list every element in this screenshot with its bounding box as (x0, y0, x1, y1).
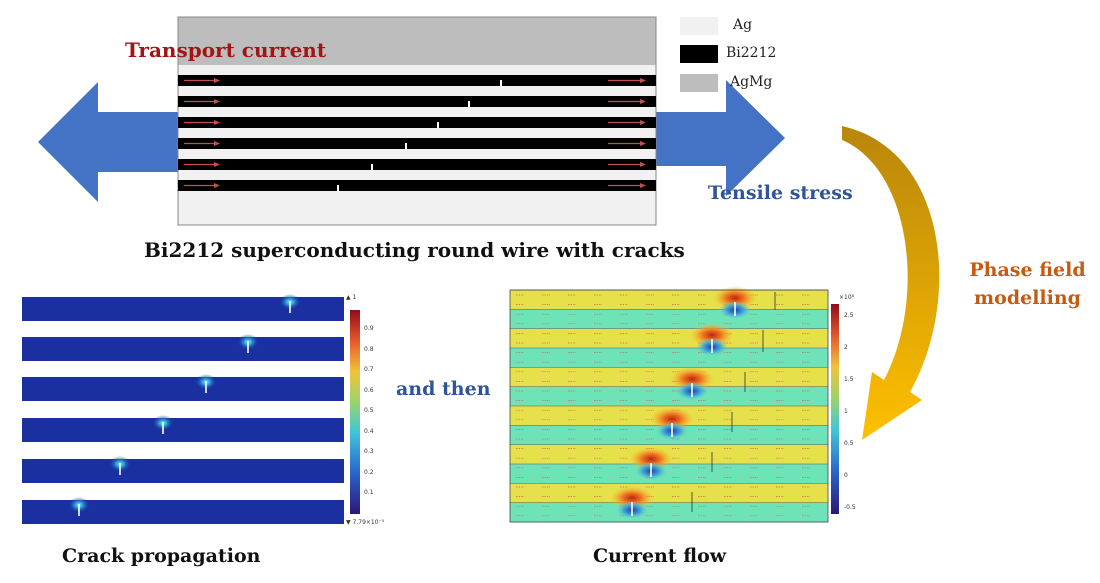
crack-mark (371, 164, 373, 170)
phase-field-line2: modelling (974, 287, 1081, 309)
and-then-label: and then (396, 378, 491, 400)
crack-colorbar-tick: 0.9 (364, 325, 374, 332)
current-arrowhead (640, 120, 646, 125)
current-band-filament (510, 290, 828, 310)
crack-colorbar-tick: 0.3 (364, 448, 374, 455)
crack-mark (468, 101, 470, 107)
current-band-filament (510, 483, 828, 504)
legend-label-ag: Ag (733, 17, 753, 33)
left-tensile-arrow (38, 82, 178, 202)
current-arrowhead (214, 183, 220, 188)
current-colorbar-tick: 0 (844, 472, 848, 479)
current-arrowhead (640, 141, 646, 146)
crack-colorbar-tick: 0.2 (364, 468, 374, 476)
current-band-matrix (510, 309, 828, 330)
crack-mark (405, 143, 407, 149)
bi2212-filament (178, 159, 656, 170)
diagram-title: Bi2212 superconducting round wire with c… (144, 238, 685, 262)
crack-colorbar (350, 310, 360, 514)
crack-colorbar-bottom: ▼ 7.79×10⁻⁵ (346, 519, 385, 526)
phase-field-label: Phase field modelling (960, 256, 1095, 312)
current-colorbar-tick: 2.5 (844, 312, 854, 319)
current-band-matrix (510, 502, 828, 523)
right-tensile-arrow (654, 80, 785, 196)
current-panel-frame (509, 289, 829, 523)
current-band-filament (510, 367, 828, 388)
crack-strip (22, 337, 344, 361)
bi2212-filament (178, 96, 656, 107)
crack-strip (22, 418, 344, 442)
crack-colorbar-tick: 0.5 (364, 407, 374, 414)
current-colorbar-tick: 1.5 (844, 376, 854, 383)
current-arrowhead (214, 99, 220, 104)
agmg-sheath (178, 17, 656, 65)
legend-label-bi2212: Bi2212 (726, 45, 777, 61)
transport-current-label: Transport current (125, 38, 327, 62)
phase-field-line1: Phase field (969, 259, 1086, 281)
current-arrowhead (214, 78, 220, 83)
current-arrowhead (214, 141, 220, 146)
current-band-matrix (510, 464, 828, 484)
current-arrowhead (640, 183, 646, 188)
crack-colorbar-top: ▲ 1 (346, 294, 357, 301)
bi2212-filament (178, 117, 656, 128)
current-arrowhead (640, 78, 646, 83)
bi2212-filaments (178, 75, 656, 191)
current-band-matrix (510, 348, 828, 368)
current-band-matrix (510, 386, 828, 407)
legend-swatch-ag (680, 17, 718, 35)
crack-mark (500, 80, 502, 86)
legend-swatch-bi2212 (680, 45, 718, 63)
crack-strip (22, 377, 344, 401)
current-colorbar-tick: 1 (844, 408, 848, 415)
bi2212-filament (178, 138, 656, 149)
current-arrowhead (214, 162, 220, 167)
bi2212-filament (178, 75, 656, 86)
bi2212-filament (178, 180, 656, 191)
current-arrowhead (214, 120, 220, 125)
crack-mark (337, 185, 339, 191)
current-band-filament (510, 328, 828, 349)
legend-label-agmg: AgMg (730, 74, 773, 90)
crack-colorbar-tick: 0.4 (364, 427, 374, 435)
crack-mark (437, 122, 439, 128)
tensile-stress-label: Tensile stress (708, 182, 853, 204)
current-colorbar-tick: 0.5 (844, 440, 854, 447)
current-colorbar (831, 304, 839, 514)
current-flow-label: Current flow (593, 545, 727, 567)
crack-colorbar-tick: 0.8 (364, 345, 374, 353)
crack-colorbar-tick: 0.1 (364, 489, 374, 496)
crack-colorbar-tick: 0.6 (364, 386, 374, 394)
crack-propagation-label: Crack propagation (62, 545, 261, 567)
current-arrowhead (640, 162, 646, 167)
crack-strip (22, 459, 344, 483)
current-colorbar-top: ×10⁸ (839, 294, 855, 301)
legend-swatch-agmg (680, 74, 718, 92)
current-arrowhead (640, 99, 646, 104)
current-colorbar-tick: 2 (844, 344, 848, 351)
crack-colorbar-tick: 0.7 (364, 366, 374, 373)
current-colorbar-tick: -0.5 (844, 504, 856, 511)
